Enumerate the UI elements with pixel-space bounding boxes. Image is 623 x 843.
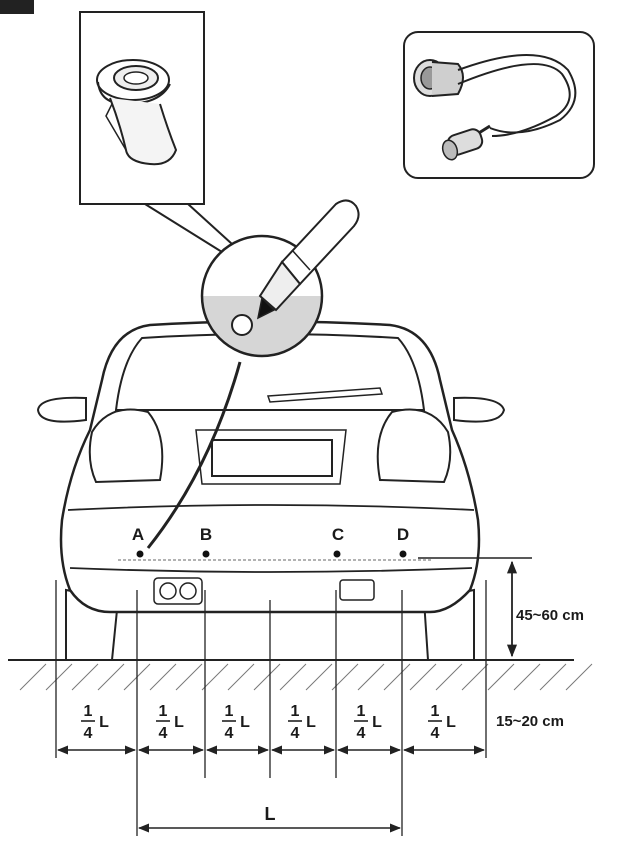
fraction-denominator: 4 (291, 725, 300, 742)
point-dot-d (399, 550, 407, 558)
segment-arrows (56, 745, 486, 833)
fraction-numerator: 1 (159, 703, 168, 720)
edge-distance-label: 15~20 cm (496, 713, 564, 730)
ground-hatch-line (149, 663, 177, 691)
ground-hatch-line (97, 663, 125, 691)
fraction-variable: L (240, 714, 250, 731)
leader-line (146, 361, 242, 549)
fraction-denominator: 4 (225, 725, 234, 742)
car-rear-view (36, 320, 506, 661)
ground-hatch-line (461, 663, 489, 691)
point-label-c: C (332, 525, 344, 544)
point-dot-a (136, 550, 144, 558)
fraction-denominator: 4 (159, 725, 168, 742)
dimension-extension-lines (55, 580, 487, 836)
right-tail-light (376, 408, 452, 484)
fraction-numerator: 1 (357, 703, 366, 720)
ground-hatch-line (227, 663, 255, 691)
ground (8, 659, 593, 691)
fraction-denominator: 4 (357, 725, 366, 742)
ground-hatch-line (71, 663, 99, 691)
rear-wiper (266, 387, 384, 403)
ground-hatch-line (539, 663, 567, 691)
tape-callout-line (187, 203, 233, 245)
point-label-a: A (132, 525, 144, 544)
rear-fog-light (339, 579, 375, 601)
point-label-d: D (397, 525, 409, 544)
fraction-variable: L (174, 714, 184, 731)
fraction-variable: L (372, 714, 382, 731)
fraction-variable: L (306, 714, 316, 731)
fraction-denominator: 4 (84, 725, 93, 742)
marked-point (231, 314, 253, 336)
ground-hatch-line (357, 663, 385, 691)
total-length-label: L (265, 804, 276, 824)
ground-hatch-line (513, 663, 541, 691)
point-label-b: B (200, 525, 212, 544)
fraction-denominator: 4 (431, 725, 440, 742)
ground-hatch-line (201, 663, 229, 691)
ground-hatch-line (565, 663, 593, 691)
ground-hatch-line (175, 663, 203, 691)
left-tail-light (88, 408, 164, 484)
ground-hatch-line (409, 663, 437, 691)
fraction-variable: L (99, 714, 109, 731)
fraction-numerator: 1 (84, 703, 93, 720)
parking-sensor-icon (413, 54, 577, 161)
tape-roll-icon (96, 59, 178, 166)
height-label: 45~60 cm (516, 607, 584, 624)
sensor-points: A B C D (132, 525, 409, 558)
ground-hatch-line (19, 663, 47, 691)
ground-hatch-line (253, 663, 281, 691)
tape-inset (79, 11, 205, 205)
fraction-numerator: 1 (225, 703, 234, 720)
left-mirror (36, 396, 87, 423)
point-dot-c (333, 550, 341, 558)
marker-pen-icon (256, 199, 360, 320)
tape-callout-line (144, 203, 223, 253)
point-dot-b (202, 550, 210, 558)
ground-hatch-line (279, 663, 307, 691)
fraction-numerator: 1 (431, 703, 440, 720)
bumper-top-line (67, 504, 475, 511)
fraction-numerator: 1 (291, 703, 300, 720)
corner-tab (0, 0, 34, 14)
ground-hatch-line (305, 663, 333, 691)
ground-hatch-line (383, 663, 411, 691)
ground-hatch-line (435, 663, 463, 691)
ground-hatch-line (487, 663, 515, 691)
ground-hatch-line (45, 663, 73, 691)
fraction-variable: L (446, 714, 456, 731)
right-mirror (453, 396, 506, 423)
sensor-inset (403, 31, 595, 179)
license-plate (211, 439, 333, 477)
